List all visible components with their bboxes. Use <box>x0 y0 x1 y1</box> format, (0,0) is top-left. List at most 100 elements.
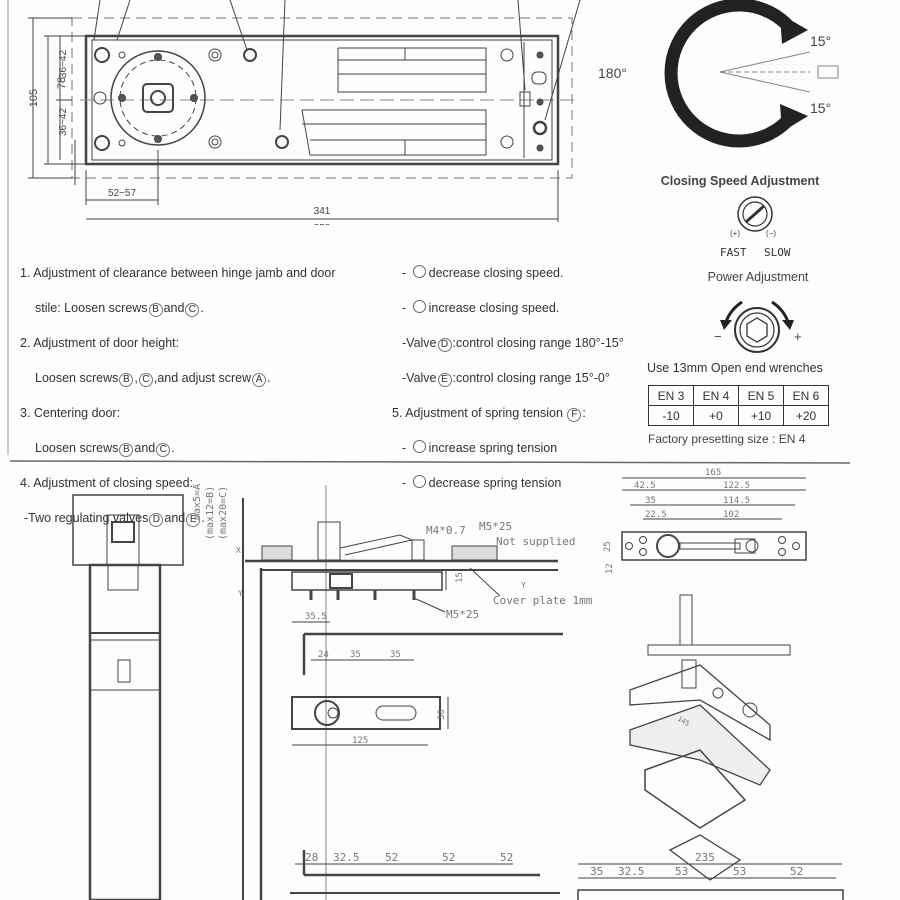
power-adjustment-title: Power Adjustment <box>708 270 809 284</box>
hex-wrench-icon <box>720 300 794 353</box>
plus-label: (+) <box>730 229 740 238</box>
instruction-3a: 3. Centering door: <box>20 405 121 420</box>
not-supplied-label: Not supplied <box>496 535 575 548</box>
dim-35: 35 <box>390 650 401 660</box>
letter-b: B <box>148 302 163 317</box>
dim-12: 12 <box>605 563 615 574</box>
factory-preset-note: Factory presetting size : EN 4 <box>648 432 806 446</box>
letter-b: B <box>119 372 134 387</box>
dim-78: 78 <box>56 77 68 89</box>
instruction-5: 5. Adjustment of spring tension <box>392 405 563 420</box>
letter-c: C <box>156 442 171 457</box>
angle-180-label: 180° <box>598 65 627 81</box>
dim-52-57: 52~57 <box>108 188 137 199</box>
floor-spring-top-view-drawing: 105 78 36~42 36~42 52~57 341 358 <box>7 0 581 225</box>
en-value: +20 <box>783 405 829 426</box>
dim-145: 145 <box>676 715 691 728</box>
instruction-2a: 2. Adjustment of door height: <box>20 335 180 350</box>
dim-52: 52 <box>500 851 513 864</box>
dim-30: 30 <box>437 709 447 720</box>
and-text: and <box>134 440 156 455</box>
y-label: Y <box>238 589 243 598</box>
letter-b: B <box>119 442 134 457</box>
dim-53: 53 <box>733 865 746 878</box>
dim-35: 35 <box>350 650 361 660</box>
dim-24: 24 <box>318 650 329 660</box>
instruction-2b: Loosen screws <box>35 370 119 385</box>
dim-35-bottom: 35 <box>590 865 603 878</box>
cover-plate-label: Cover plate 1mm <box>493 594 593 607</box>
dim-358: 358 <box>314 223 331 225</box>
wrench-note: Use 13mm Open end wrenches <box>647 361 823 375</box>
instruction-1a: 1. Adjustment of clearance between hinge… <box>20 265 336 280</box>
dim-114-5: 114.5 <box>723 496 750 506</box>
en-value: -10 <box>648 405 694 426</box>
valve-d-range: :control closing range 180°-15° <box>452 335 624 350</box>
letter-d: D <box>437 337 452 352</box>
angle-15-top-label: 15° <box>810 33 831 49</box>
tension-decrease: decrease spring tension <box>428 475 562 490</box>
dim-102: 102 <box>723 510 739 520</box>
dim-25: 25 <box>603 541 613 552</box>
dim-52: 52 <box>385 851 398 864</box>
instructions-right: - decrease closing speed. - increase clo… <box>392 264 624 490</box>
clockwise-icon <box>412 439 426 453</box>
letter-e: E <box>186 512 201 527</box>
x-label: X <box>236 546 241 555</box>
letter-c: C <box>185 302 200 317</box>
dim-52-bottom: 52 <box>790 865 803 878</box>
en-size-table: EN 3 EN 4 EN 5 EN 6 -10 +0 +10 +20 <box>648 385 829 426</box>
dim-53: 53 <box>675 865 688 878</box>
slow-label: SLOW <box>764 246 791 259</box>
en-header: EN 5 <box>738 385 784 406</box>
dim-22-5: 22.5 <box>645 510 667 520</box>
y-label-right: Y <box>521 581 526 590</box>
counterclockwise-icon <box>412 474 426 488</box>
valve-e-label: -Valve <box>402 370 437 385</box>
en-header: EN 4 <box>693 385 739 406</box>
valve-d-label: -Valve <box>402 335 437 350</box>
power-minus: − <box>714 329 722 344</box>
clockwise-icon <box>412 264 426 278</box>
and-text: and <box>163 300 185 315</box>
closing-speed-title: Closing Speed Adjustment <box>661 174 820 188</box>
power-plus: + <box>794 329 802 344</box>
dim-35-plate: 35 <box>645 496 656 506</box>
instruction-4a: 4. Adjustment of closing speed: <box>20 475 194 490</box>
instruction-3b: Loosen screws <box>35 440 119 455</box>
dim-32-5: 32.5 <box>333 851 360 864</box>
letter-f: F <box>567 407 582 422</box>
dim-52: 52 <box>442 851 455 864</box>
counterclockwise-icon <box>412 299 426 313</box>
minus-label: (−) <box>766 229 776 238</box>
valve-screw-icon <box>737 196 773 232</box>
tension-increase: increase spring tension <box>428 440 558 455</box>
dim-235: 235 <box>695 851 715 864</box>
and-text: and <box>164 510 186 525</box>
letter-d: D <box>149 512 164 527</box>
dim-341: 341 <box>314 206 331 217</box>
instructions-left: 1. Adjustment of clearance between hinge… <box>20 265 336 527</box>
dim-122-5: 122.5 <box>723 481 750 491</box>
fast-label: FAST <box>720 246 747 259</box>
m5-top-label: M5*25 <box>479 520 512 533</box>
en-value: +0 <box>693 405 739 426</box>
dim-28: 28 <box>305 851 318 864</box>
instruction-4b: -Two regulating valves <box>24 510 149 525</box>
letter-a: A <box>252 372 267 387</box>
letter-c: C <box>138 372 153 387</box>
dim-32-5-bottom: 32.5 <box>618 865 645 878</box>
letter-e: E <box>437 372 452 387</box>
instruction-1b: stile: Loosen screws <box>35 300 148 315</box>
angle-15-bottom-label: 15° <box>810 100 831 116</box>
dim-165: 165 <box>705 468 721 478</box>
dim-35-5: 35.5 <box>305 612 327 622</box>
m4-label: M4*0.7 <box>426 524 466 537</box>
dim-36-42-top: 36~42 <box>58 50 69 79</box>
dim-42-5: 42.5 <box>634 481 656 491</box>
en-header: EN 3 <box>648 385 694 406</box>
dim-36-42-bottom: 36~42 <box>58 108 69 137</box>
m5-bottom-label: M5*25 <box>446 608 479 621</box>
valve-e-range: :control closing range 15°-0° <box>452 370 610 385</box>
en-header: EN 6 <box>783 385 829 406</box>
